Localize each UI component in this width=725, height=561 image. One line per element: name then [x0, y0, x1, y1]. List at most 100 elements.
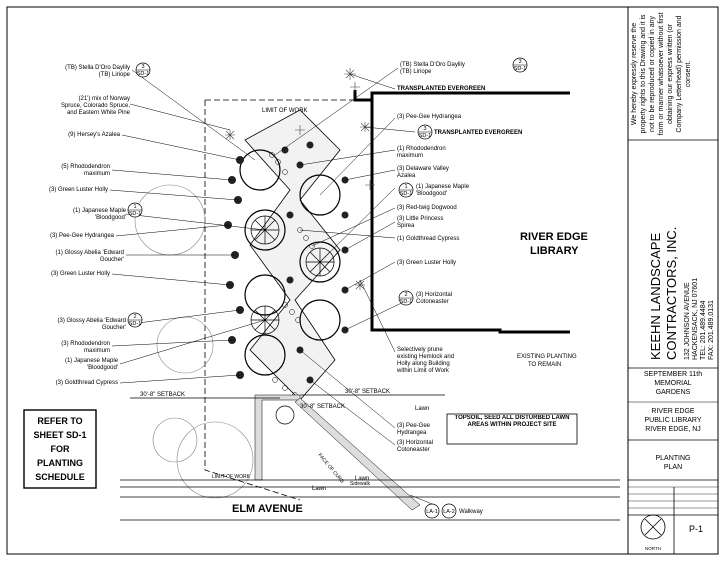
address-line1: 132 JOHNSON AVENUE	[684, 282, 691, 360]
setback-left-label: 30'-8" SETBACK	[140, 392, 185, 398]
plant-label: (3) Green Luster Holly	[49, 187, 108, 193]
existing-tree-canopy	[152, 417, 198, 463]
topsoil-note-box	[446, 413, 578, 445]
plant-label: (3) Horizontal	[397, 440, 433, 446]
plant-label: (3) Red-twig Dogwood	[397, 205, 457, 211]
copyright-notice: We hereby expressly reserve the property…	[631, 12, 692, 136]
setback-right-label: 30'-8" SETBACK	[345, 389, 390, 395]
plant-label: (1) Goldthread Cypress	[397, 236, 459, 242]
leader-lines-left	[109, 69, 266, 384]
plant-label: Hydrangea	[397, 430, 427, 436]
planting-ring	[299, 299, 341, 341]
plant-label: (3) Green Luster Holly	[397, 260, 456, 266]
plant-label: Spruce, Colorado Spruce,	[61, 103, 130, 109]
refer-note-line: SCHEDULE	[35, 472, 85, 482]
plant-label: (3) Little Princess	[397, 216, 443, 222]
plant-label: (3) Pee-Gee Hydrangea	[50, 233, 115, 239]
plant-label: (3) Pee-Gee Hydrangea	[397, 114, 462, 120]
plant-label: (5) Rhododendron	[61, 164, 110, 170]
site-plan: LIMIT OF WORK RIVER EDGE LIBRARY EXISTIN…	[120, 68, 666, 540]
plant-label: TRANSPLANTED EVERGREEN	[434, 130, 522, 136]
callout-sheet: SD-1	[129, 211, 142, 217]
plant-label: (3) Horizontal	[416, 292, 452, 298]
callout-number: 3	[141, 64, 144, 70]
limit-of-work-label: LIMIT OF WORK	[262, 108, 308, 114]
lawn-label: Lawn	[312, 486, 326, 492]
callout-sheet: SD-1	[419, 133, 432, 139]
plant-label: TRANSPLANTED EVERGREEN	[397, 86, 485, 92]
plant-label: and Eastern White Pine	[67, 110, 131, 116]
existing-tree-canopy	[134, 184, 206, 256]
leader-lines-right	[274, 67, 416, 446]
sheet-number: P-1	[689, 524, 703, 534]
existing-planting-line1: EXISTING PLANTING	[517, 354, 577, 360]
refer-note: REFER TO SHEET SD-1 FOR PLANTING SCHEDUL…	[33, 416, 86, 482]
plant-label: (1) Japanese Maple	[416, 184, 470, 190]
plant-label: Goucher'	[100, 257, 124, 263]
left-plant-labels: (TB) Stella D'Oro Daylily (TB) Liriope (…	[49, 65, 131, 386]
limit-of-work-line	[204, 100, 301, 501]
refer-note-line: FOR	[51, 444, 70, 454]
plant-label: (3) Glossy Abelia 'Edward	[57, 318, 126, 324]
plant-label: (1) Japanese Maple	[65, 358, 119, 364]
lawn-label: Lawn	[355, 476, 369, 482]
building-wall-side	[370, 93, 570, 334]
plant-label: (TB) Liriope	[400, 69, 432, 75]
plant-label: (3) Green Luster Holly	[51, 271, 110, 277]
refer-note-line: PLANTING	[37, 458, 83, 468]
refer-note-box	[23, 409, 97, 489]
callout-sheet: SD-1	[514, 66, 527, 72]
copyright-wrapper: We hereby expressly reserve the property…	[631, 12, 692, 136]
planting-ring	[299, 241, 341, 283]
plant-label: Goucher'	[102, 325, 126, 331]
refer-note-line: REFER TO	[37, 416, 82, 426]
plant-label: (TB) Liriope	[99, 72, 131, 78]
callout-number: 3	[423, 126, 426, 132]
callout-number: 2	[404, 292, 407, 298]
plant-label: Selectively prune	[397, 347, 443, 353]
plant-label: Holly along Building	[397, 361, 450, 367]
sheet-border	[6, 6, 719, 555]
plant-label: Azalea	[397, 173, 416, 179]
callout-walkway-1: LA-1	[426, 509, 438, 515]
plant-label: maximum	[397, 153, 423, 159]
callout-number: 1	[404, 184, 407, 190]
fax: FAX: 201.489.0131	[708, 300, 715, 360]
sheet-title-line2: PLAN	[664, 464, 682, 471]
plant-label: Cotoneaster	[416, 299, 449, 305]
topsoil-note: TOPSOIL, SEED ALL DISTURBED LAWN AREAS W…	[454, 415, 570, 428]
callout-sheet: SD-1	[400, 191, 413, 197]
plant-label: existing Hemlock and	[397, 354, 454, 360]
setback-right-label-2: 30'-8" SETBACK	[300, 404, 345, 410]
plant-label: 'Bloodgood'	[416, 191, 447, 197]
plant-label: (3) Delaware Valley	[397, 166, 449, 172]
garden-bed	[244, 109, 341, 401]
north-arrow-icon	[644, 518, 662, 536]
address-line2: HACKENSACK, NJ 07601	[692, 278, 699, 360]
refer-note-line: SHEET SD-1	[33, 430, 86, 440]
plant-label: (1) Japanese Maple	[73, 208, 127, 214]
walkway-leader	[409, 494, 433, 505]
callout-number: 3	[518, 59, 521, 65]
plant-label: maximum	[84, 171, 110, 177]
callout-sheet: SD-1	[129, 321, 142, 327]
building-name-line2: LIBRARY	[530, 245, 579, 257]
limit-of-work-bottom-label: LIMIT OF WORK	[212, 474, 251, 480]
plant-label: 'Bloodgood'	[95, 215, 126, 221]
plant-label: 'Bloodgood'	[87, 365, 118, 371]
plant-label: Cotoneaster	[397, 447, 430, 453]
phone: TEL: 201.489.4484	[700, 300, 707, 360]
plant-label: within Limit of Work	[396, 368, 450, 374]
plant-label: (9) Hersey's Azalea	[68, 132, 120, 138]
plant-label: (TB) Stella D'Oro Daylily	[65, 65, 130, 71]
planting-ring	[299, 174, 341, 216]
diagonal-walkway	[294, 397, 421, 511]
plant-label: maximum	[84, 348, 110, 354]
sheet-title-line1: PLANTING	[655, 455, 690, 462]
callout-number: 1	[133, 204, 136, 210]
plant-label: (3) Goldthread Cypress	[56, 380, 118, 386]
walkway-path	[254, 394, 301, 481]
lawn-label: Lawn	[415, 406, 429, 412]
callout-number: 2	[133, 314, 136, 320]
